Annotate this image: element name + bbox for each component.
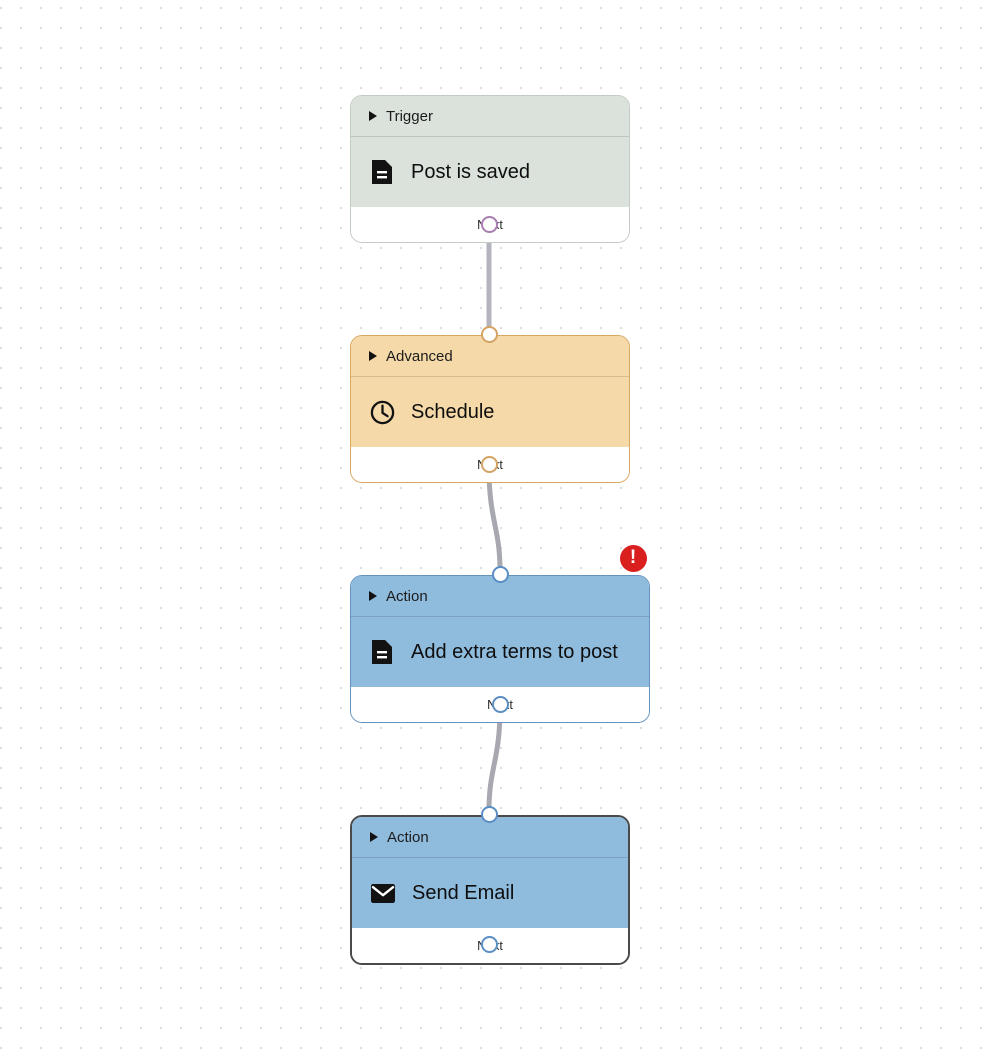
document-icon — [369, 159, 395, 185]
node-title: Send Email — [412, 881, 515, 904]
node-body[interactable]: Post is saved — [351, 137, 629, 207]
expand-triangle-icon[interactable] — [369, 351, 377, 361]
node-header[interactable]: Action — [351, 576, 649, 617]
port-action1-in[interactable] — [491, 565, 509, 583]
node-category-label: Trigger — [386, 107, 433, 125]
node-category-label: Advanced — [386, 347, 453, 365]
port-action1-out[interactable] — [491, 695, 509, 713]
document-icon — [369, 639, 395, 665]
port-advanced-out[interactable] — [480, 455, 498, 473]
node-title: Add extra terms to post — [411, 640, 618, 663]
node-category-label: Action — [386, 587, 428, 605]
edge-advanced-to-action1 — [486, 465, 503, 573]
edge-action1-to-action2 — [486, 705, 503, 813]
expand-triangle-icon[interactable] — [369, 591, 377, 601]
node-header[interactable]: Action — [352, 817, 628, 858]
node-header[interactable]: Trigger — [351, 96, 629, 137]
error-badge-glyph: ! — [629, 546, 637, 568]
node-title: Post is saved — [411, 160, 530, 183]
port-trigger-out[interactable] — [480, 215, 498, 233]
node-category-label: Action — [387, 828, 429, 846]
node-body[interactable]: Send Email — [352, 858, 628, 928]
expand-triangle-icon[interactable] — [370, 832, 378, 842]
node-header[interactable]: Advanced — [351, 336, 629, 377]
error-badge[interactable]: ! — [619, 544, 647, 572]
node-title: Schedule — [411, 400, 495, 423]
envelope-icon — [370, 880, 396, 906]
expand-triangle-icon[interactable] — [369, 111, 377, 121]
clock-icon — [369, 399, 395, 425]
port-action2-in[interactable] — [480, 805, 498, 823]
node-body[interactable]: Add extra terms to post — [351, 617, 649, 687]
port-action2-out[interactable] — [480, 935, 498, 953]
node-body[interactable]: Schedule — [351, 377, 629, 447]
port-advanced-in[interactable] — [480, 325, 498, 343]
